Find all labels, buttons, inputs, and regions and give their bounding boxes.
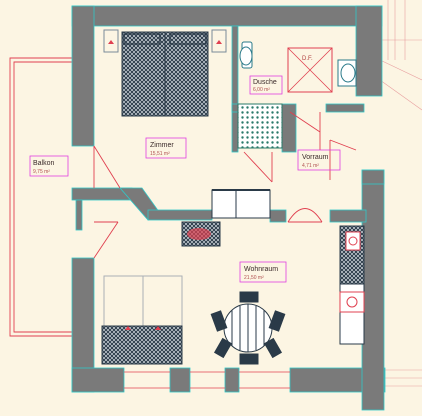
- shower: [287, 47, 333, 93]
- balcony-railing: [9, 57, 72, 337]
- room-label-balkon: Balkon 9,75 m²: [29, 155, 69, 177]
- toilet: [239, 41, 253, 69]
- sideboard: [181, 221, 221, 247]
- room-area: 15,51 m²: [150, 151, 170, 157]
- kitchen-counter: [339, 225, 365, 345]
- bottom-windows: [124, 371, 290, 389]
- room-name: Dusche: [253, 79, 277, 86]
- shower-label: D.F.: [302, 56, 313, 62]
- door-swings: [93, 111, 357, 259]
- walls: [71, 5, 386, 411]
- room-area: 9,75 m²: [33, 169, 50, 175]
- room-label-vorraum: Vorraum 4,71 m²: [297, 149, 341, 171]
- room-name: Vorraum: [302, 154, 329, 161]
- room-area: 4,71 m²: [302, 163, 319, 169]
- room-area: 6,00 m²: [253, 87, 270, 93]
- washbasin: [337, 59, 357, 87]
- room-area: 21,50 m²: [244, 275, 264, 281]
- room-label-dusche: Dusche 6,00 m²: [249, 75, 283, 95]
- shower-tray: [237, 103, 283, 149]
- background-guides: [379, 0, 422, 387]
- sofa-bed: [101, 275, 183, 365]
- room-name: Zimmer: [150, 142, 174, 149]
- wardrobe: [211, 189, 271, 219]
- double-bed: [103, 29, 227, 117]
- dining-table: [210, 291, 286, 365]
- room-label-zimmer: Zimmer 15,51 m²: [145, 137, 187, 159]
- room-label-wohnraum: Wohnraum 21,50 m²: [239, 261, 287, 283]
- room-name: Balkon: [33, 160, 55, 167]
- room-name: Wohnraum: [244, 266, 278, 273]
